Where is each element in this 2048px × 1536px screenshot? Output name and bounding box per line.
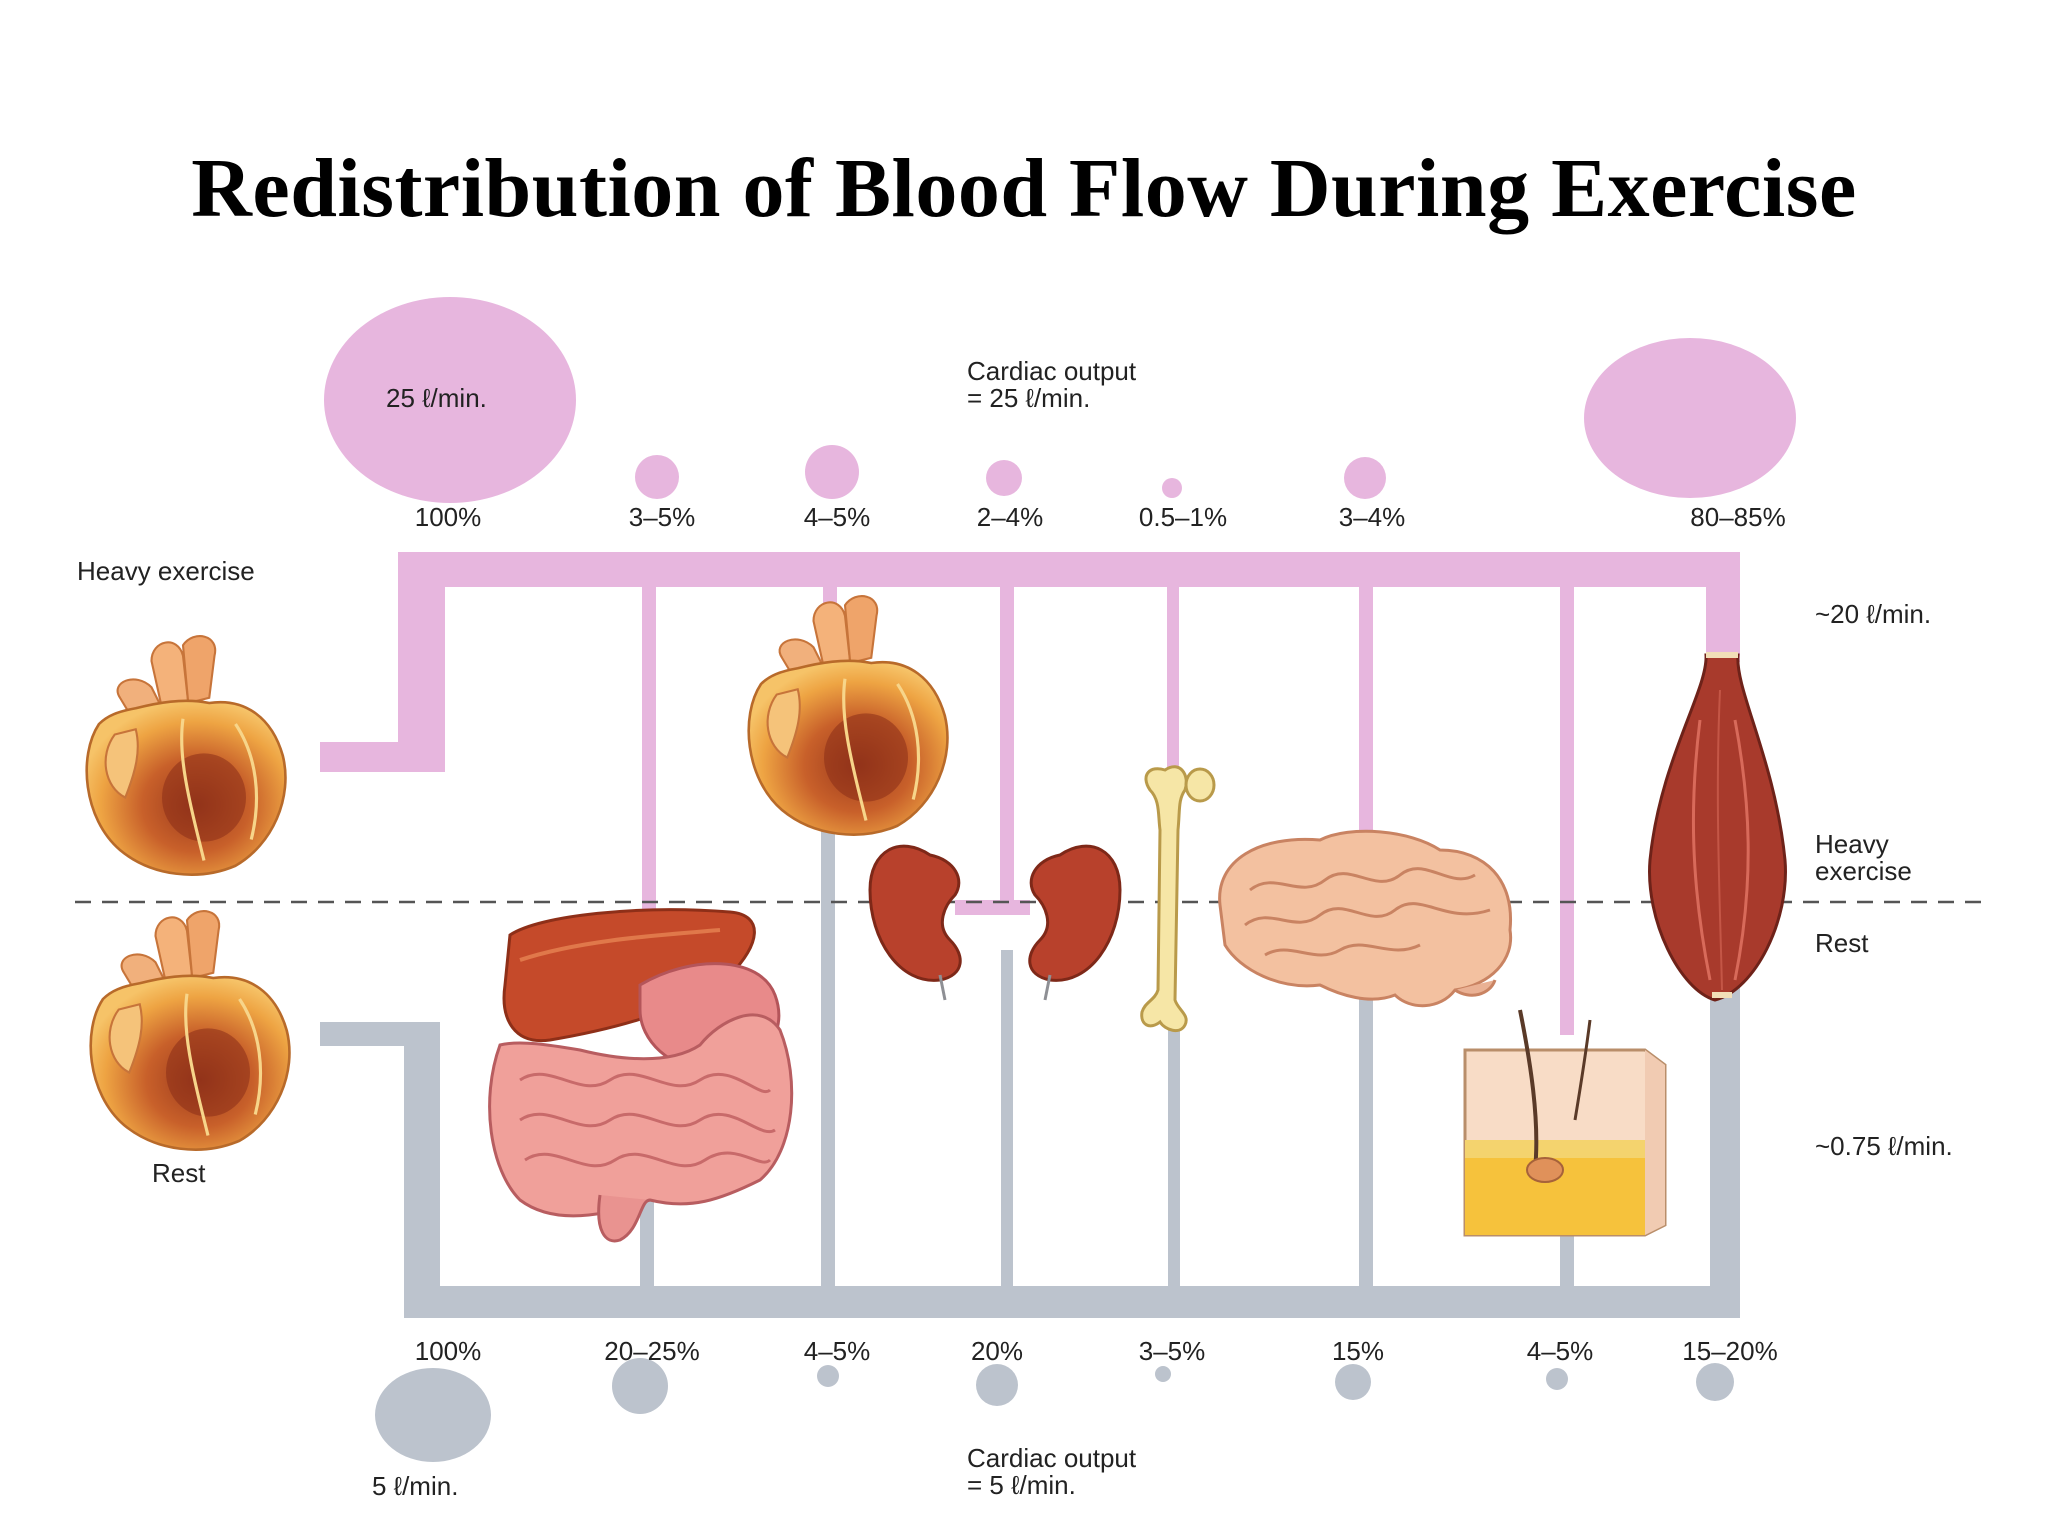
skin-flow-label: ~0.75 ℓ/min. bbox=[1815, 1131, 1953, 1161]
exercise-pct-muscle: 80–85% bbox=[1690, 502, 1785, 532]
exercise-pipes bbox=[320, 552, 1740, 1035]
rest-cardiac-output-line1: Cardiac output bbox=[967, 1443, 1137, 1473]
exercise-cardiac-output-line1: Cardiac output bbox=[967, 356, 1137, 386]
heart-muscle-icon bbox=[747, 594, 950, 837]
heavy-exercise-side-label: Heavy exercise bbox=[77, 556, 255, 586]
rest-pct-skin: 4–5% bbox=[1527, 1336, 1594, 1366]
exercise-pct-brain: 3–4% bbox=[1339, 502, 1406, 532]
divider-upper-label-line1: Heavy bbox=[1815, 829, 1889, 859]
kidneys-icon bbox=[868, 844, 1122, 1001]
rest-pct-brain: 15% bbox=[1332, 1336, 1384, 1366]
total-rest-circle bbox=[375, 1368, 491, 1462]
liver-gut-icon bbox=[488, 908, 794, 1243]
divider-lower-label: Rest bbox=[1815, 928, 1869, 958]
exercise-total-label: 25 ℓ/min. bbox=[386, 383, 487, 413]
exercise-circles bbox=[324, 297, 1796, 503]
divider-upper-label-line2: exercise bbox=[1815, 856, 1912, 886]
rest-side-label: Rest bbox=[152, 1158, 206, 1188]
total-exercise-circle bbox=[324, 297, 576, 503]
exercise-pct-heart: 4–5% bbox=[804, 502, 871, 532]
skeletal-muscle-icon bbox=[1648, 652, 1787, 1002]
exercise-pct-kidneys: 2–4% bbox=[977, 502, 1044, 532]
exercise-pct-liver-gut: 3–5% bbox=[629, 502, 696, 532]
bone-icon bbox=[1140, 765, 1216, 1033]
rest-pct-liver-gut: 20–25% bbox=[604, 1336, 699, 1366]
rest-pct-total: 100% bbox=[415, 1336, 482, 1366]
muscle-flow-label: ~20 ℓ/min. bbox=[1815, 599, 1931, 629]
rest-pct-heart: 4–5% bbox=[804, 1336, 871, 1366]
skin-icon bbox=[1463, 1009, 1667, 1237]
rest-pct-bone: 3–5% bbox=[1139, 1336, 1206, 1366]
rest-cardiac-output-line2: = 5 ℓ/min. bbox=[967, 1470, 1076, 1500]
rest-total-label: 5 ℓ/min. bbox=[372, 1471, 458, 1501]
rest-circles bbox=[375, 1358, 1734, 1462]
rest-pct-kidneys: 20% bbox=[971, 1336, 1023, 1366]
rest-pipes bbox=[320, 820, 1740, 1318]
exercise-percentages: 100% 3–5% 4–5% 2–4% 0.5–1% 3–4% 80–85% bbox=[415, 502, 1786, 532]
exercise-pct-bone: 0.5–1% bbox=[1139, 502, 1227, 532]
rest-pct-muscle: 15–20% bbox=[1682, 1336, 1777, 1366]
rest-percentages: 100% 20–25% 4–5% 20% 3–5% 15% 4–5% 15–20… bbox=[415, 1336, 1778, 1366]
brain-icon bbox=[1218, 829, 1513, 1008]
heart-rest-icon bbox=[89, 909, 292, 1152]
exercise-pct-total: 100% bbox=[415, 502, 482, 532]
exercise-cardiac-output-line2: = 25 ℓ/min. bbox=[967, 383, 1090, 413]
page-title: Redistribution of Blood Flow During Exer… bbox=[191, 142, 1857, 235]
heart-exercise-icon bbox=[85, 634, 288, 877]
